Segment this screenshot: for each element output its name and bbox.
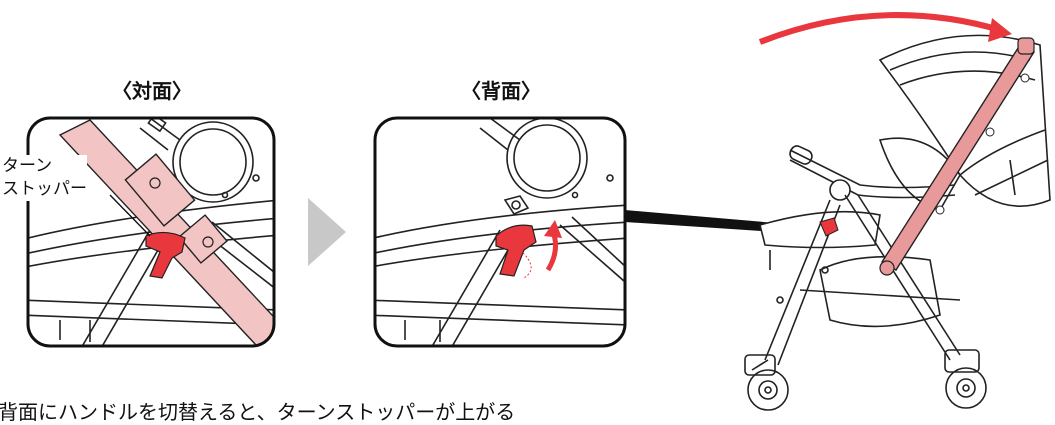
front-facing-panel — [26, 116, 276, 348]
front-facing-heading: 〈対面〉 — [112, 79, 192, 103]
back-facing-heading: 〈背面〉 — [461, 79, 541, 103]
callout-line-2: ストッパー — [2, 179, 87, 199]
instruction-caption: 背面にハンドルを切替えると、ターンストッパーが上がる — [0, 400, 516, 424]
back-facing-panel — [373, 116, 627, 348]
callout-line-1: ターン — [2, 156, 53, 176]
stroller-turn-stopper — [819, 217, 839, 237]
next-step-arrow — [308, 198, 346, 266]
stroller-handle — [879, 37, 1036, 276]
back-panel-frame — [373, 116, 627, 348]
turn-stopper-callout: ターン ストッパー — [2, 155, 87, 201]
callout-leader — [109, 194, 151, 237]
handle-flip-arrowhead — [988, 18, 1012, 42]
handle-flip-arrow — [758, 12, 1001, 45]
front-panel-frame — [26, 116, 276, 348]
